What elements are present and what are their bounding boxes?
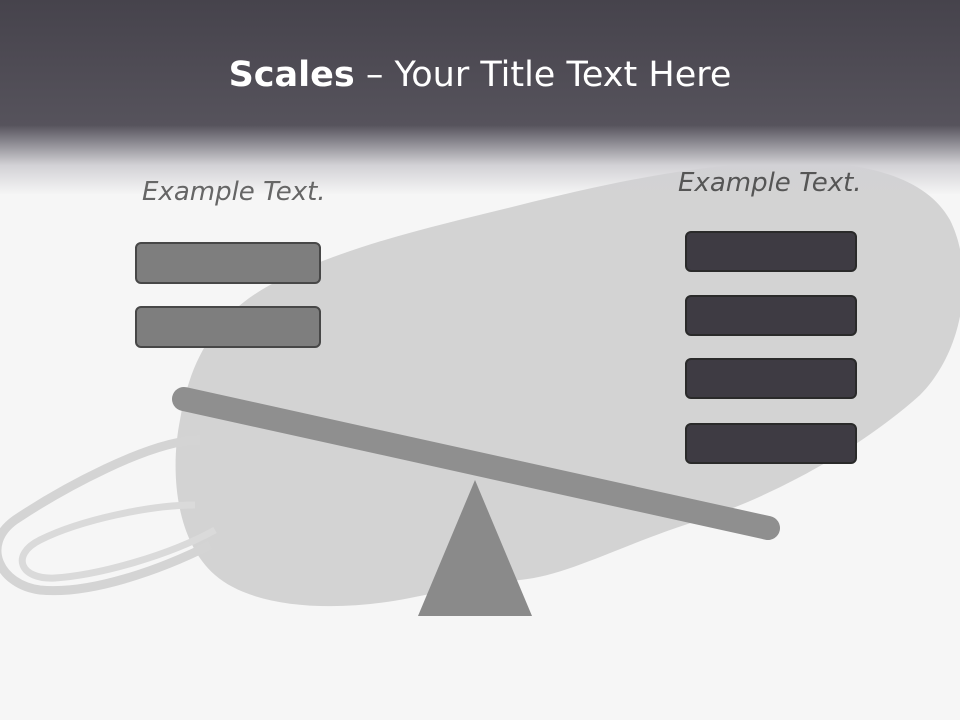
right-text-box-2[interactable] [685, 295, 857, 336]
mask-strap [0, 435, 213, 596]
scale-beam [172, 387, 780, 540]
right-example-text[interactable]: Example Text. [678, 168, 862, 198]
title-bold-part: Scales [228, 55, 355, 95]
title-bar [0, 0, 960, 195]
sleep-mask-image [175, 161, 960, 607]
scale-fulcrum [418, 480, 532, 616]
left-text-box-2[interactable] [135, 306, 321, 348]
right-text-box-1[interactable] [685, 231, 857, 272]
title-rest-part: – Your Title Text Here [354, 55, 732, 95]
right-text-box-3[interactable] [685, 358, 857, 399]
slide-title[interactable]: Scales – Your Title Text Here [0, 52, 960, 98]
right-text-box-4[interactable] [685, 423, 857, 464]
mask-strap [18, 501, 217, 582]
left-example-text[interactable]: Example Text. [142, 177, 326, 207]
left-text-box-1[interactable] [135, 242, 321, 284]
